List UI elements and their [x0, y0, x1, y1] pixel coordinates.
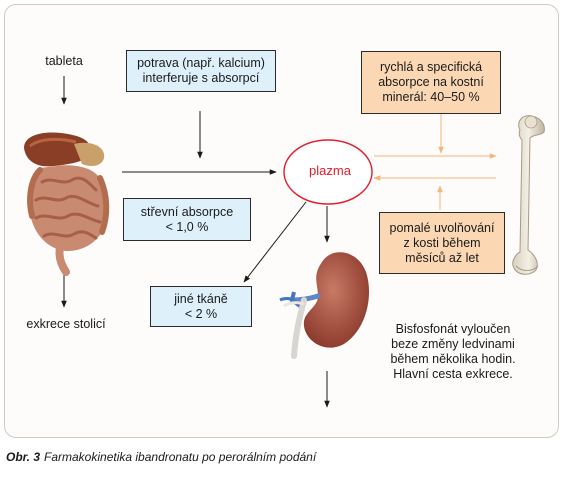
bone-fast-line-2: absorpce na kostní	[378, 75, 484, 89]
food-interference-box: potrava (např. kalcium) interferuje s ab…	[126, 50, 276, 92]
feces-excretion-label: exkrece stolicí	[26, 317, 106, 331]
tissues-box-line-2: < 2 %	[184, 306, 218, 321]
bone-slow-release-box: pomalé uvolňování z kosti během měsíců a…	[379, 212, 505, 274]
bone-fast-absorption-box: rychlá a specifická absorpce na kostní m…	[361, 51, 501, 114]
food-box-line-1: potrava (např. kalcium)	[137, 56, 265, 70]
bone-fast-line-1: rychlá a specifická	[379, 60, 483, 74]
digestive-organs-icon	[24, 132, 110, 276]
plasma-label: plazma	[309, 163, 351, 178]
plasma-ellipse	[283, 139, 373, 205]
intestinal-box-line-1: střevní absorpce	[140, 204, 234, 219]
femur-bone-icon	[512, 115, 545, 275]
figure-caption-label: Obr. 3	[6, 450, 41, 464]
bone-slow-line-2: z kosti během	[403, 235, 481, 250]
bone-slow-line-1: pomalé uvolňování	[389, 220, 495, 235]
tissues-box-line-1: jiné tkáně	[174, 291, 228, 306]
kidney-note-line-1: Bisfosfonát vyloučen	[395, 322, 511, 336]
bone-slow-line-3: měsíců až let	[405, 250, 479, 265]
intestinal-box-line-2: < 1,0 %	[165, 219, 209, 234]
kidney-icon	[279, 252, 370, 359]
tablet-label: tableta	[45, 54, 83, 68]
other-tissues-box: jiné tkáně < 2 %	[150, 286, 252, 327]
food-box-line-2: interferuje s absorpcí	[142, 71, 260, 85]
intestinal-absorption-box: střevní absorpce < 1,0 %	[123, 198, 251, 241]
bone-fast-line-3: minerál: 40–50 %	[382, 90, 480, 104]
kidney-note-line-3: během několika hodin.	[390, 352, 516, 366]
kidney-note-line-2: beze změny ledvinami	[391, 337, 515, 351]
figure-caption-text: Farmakokinetika ibandronatu po perorální…	[44, 450, 317, 464]
arrow-plasma-to-tissues	[243, 201, 307, 283]
kidney-excretion-note: Bisfosfonát vyloučen beze změny ledvinam…	[378, 322, 528, 382]
kidney-note-line-4: Hlavní cesta exkrece.	[393, 367, 513, 381]
